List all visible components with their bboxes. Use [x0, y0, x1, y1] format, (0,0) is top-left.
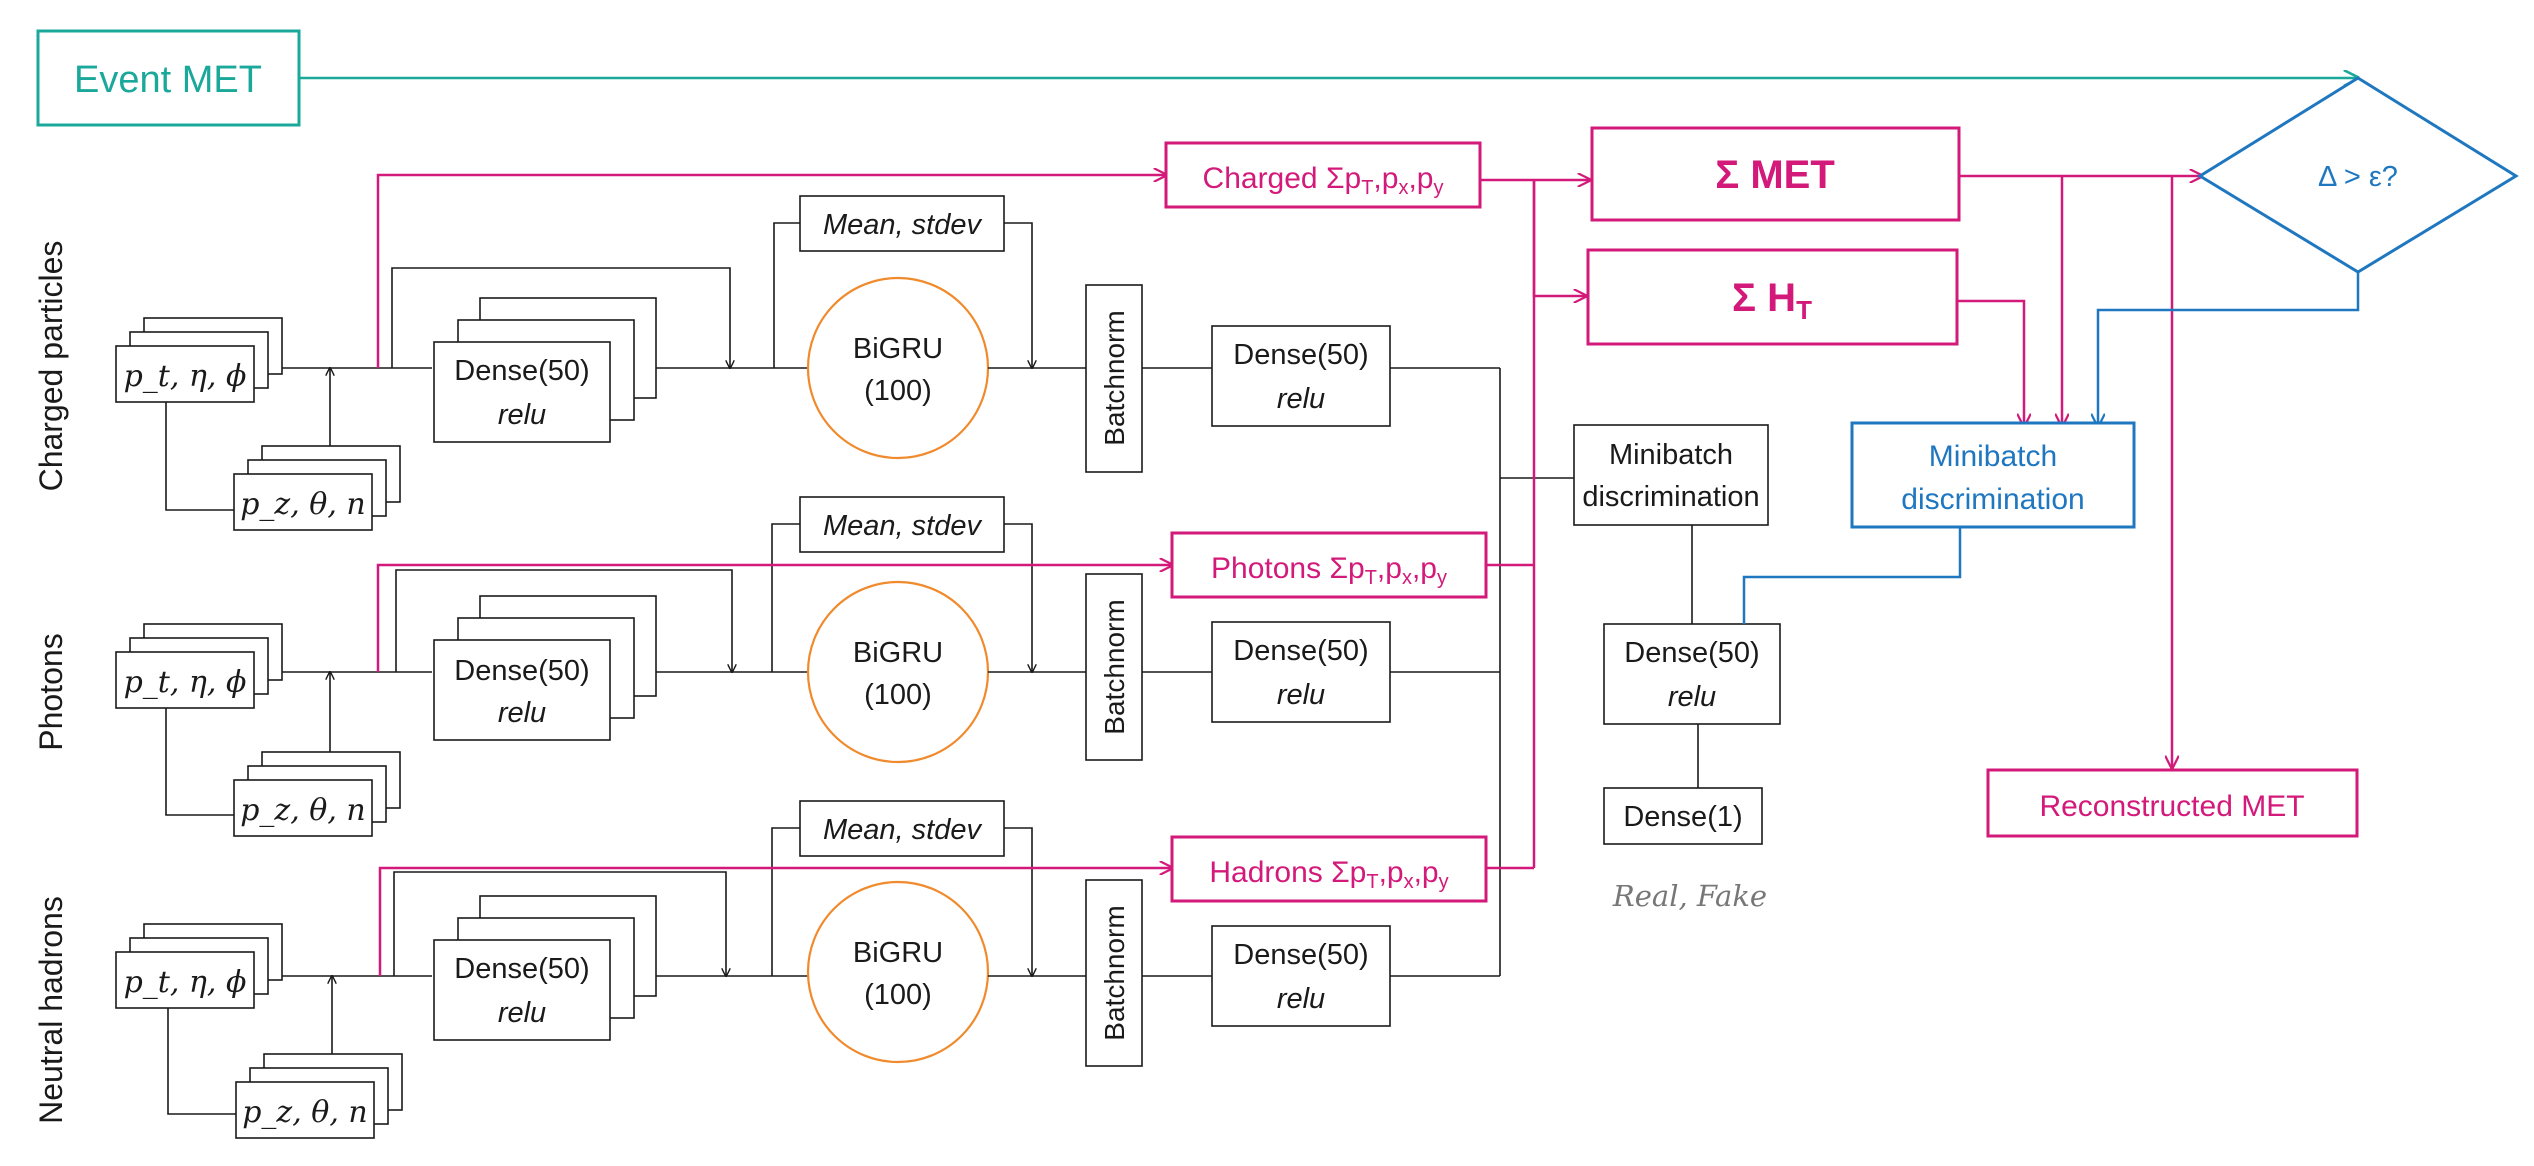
row-label-hadrons: Neutral hadrons: [33, 896, 69, 1124]
bigru-label: BiGRU: [853, 937, 943, 969]
sum-ht-node: Σ HT: [1586, 248, 1959, 346]
batchnorm-label: Batchnorm: [1099, 310, 1130, 445]
mean-stdev-label: Mean, stdev: [823, 510, 982, 542]
decision-diamond: Δ > ε?: [2197, 76, 2519, 274]
discriminator-dense1-node: Dense(1): [1603, 787, 1763, 845]
dense-out-node: Dense(50) relu: [1211, 325, 1391, 427]
real-fake-output: Real, Fake: [1612, 879, 1767, 913]
input-aux-label: p_z, θ, n: [240, 793, 366, 828]
dense-out-node: Dense(50) relu: [1211, 925, 1391, 1027]
decision-label: Δ > ε?: [2318, 161, 2398, 193]
batchnorm-label: Batchnorm: [1099, 905, 1130, 1040]
dense-out-activation: relu: [1277, 983, 1325, 1015]
reconstructed-met-label: Reconstructed MET: [2039, 790, 2304, 823]
batchnorm-node: Batchnorm: [1085, 573, 1143, 761]
reconstructed-met-node: Reconstructed MET: [1986, 768, 2359, 838]
dense-label: Dense(50): [454, 953, 589, 985]
mean-stdev-label: Mean, stdev: [823, 209, 982, 241]
minibatch-discrimination-blue-node: Minibatch discrimination: [1850, 421, 2136, 529]
input-aux-label: p_z, θ, n: [240, 487, 366, 522]
dense-out-activation: relu: [1277, 383, 1325, 415]
row-label-charged: Charged particles: [33, 241, 69, 492]
hadrons-sum-node: Hadrons ΣpT,px,py: [1170, 835, 1488, 903]
mean-stdev-node: Mean, stdev: [799, 195, 1005, 252]
dense-activation: relu: [498, 697, 546, 729]
row-charged: p_t, η, ϕ p_z, θ, n Dense(50) relu Mean,…: [115, 195, 1500, 531]
mean-stdev-node: Mean, stdev: [799, 496, 1005, 553]
dense-stack: Dense(50) relu: [433, 895, 657, 1041]
dense-out-node: Dense(50) relu: [1211, 621, 1391, 723]
dense-label: Dense(50): [454, 655, 589, 687]
discriminator-dense-activation: relu: [1668, 681, 1716, 713]
dense-out-label: Dense(50): [1233, 939, 1368, 971]
bigru-label: BiGRU: [853, 637, 943, 669]
event-met-node: Event MET: [36, 29, 301, 127]
dense-stack: Dense(50) relu: [433, 595, 657, 741]
charged-sum-node: Charged ΣpT,px,py: [1164, 141, 1482, 209]
sum-met-node: Σ MET: [1590, 126, 1961, 222]
bigru-label: BiGRU: [853, 333, 943, 365]
blue-feedback-connector: [1742, 527, 1962, 624]
dense-activation: relu: [498, 399, 546, 431]
input-aux-stack: p_z, θ, n: [235, 1053, 403, 1139]
batchnorm-label: Batchnorm: [1099, 599, 1130, 734]
discriminator-dense-label: Dense(50): [1624, 637, 1759, 669]
bigru-units: (100): [864, 375, 932, 407]
dense-activation: relu: [498, 997, 546, 1029]
batchnorm-node: Batchnorm: [1085, 284, 1143, 473]
minibatch-blue-line2: discrimination: [1901, 483, 2084, 516]
minibatch-discrimination-node: Minibatch discrimination: [1573, 424, 1769, 526]
discriminator-dense1-label: Dense(1): [1623, 801, 1742, 833]
row-hadrons: p_t, η, ϕ p_z, θ, n Dense(50) relu Mean,…: [115, 800, 1500, 1139]
minibatch-blue-line1: Minibatch: [1929, 440, 2057, 473]
dense-out-label: Dense(50): [1233, 635, 1368, 667]
input-aux-stack: p_z, θ, n: [233, 445, 401, 531]
mean-stdev-node: Mean, stdev: [799, 800, 1005, 857]
hadrons-sum-label: Hadrons ΣpT,px,py: [1209, 856, 1448, 893]
photons-sum-label: Photons ΣpT,px,py: [1211, 552, 1447, 589]
input-main-label: p_t, η, ϕ: [124, 965, 247, 1000]
input-main-stack: p_t, η, ϕ: [115, 923, 283, 1009]
dense-out-activation: relu: [1277, 679, 1325, 711]
input-aux-label: p_z, θ, n: [242, 1095, 368, 1130]
input-main-label: p_t, η, ϕ: [124, 665, 247, 700]
dense-stack: Dense(50) relu: [433, 297, 657, 443]
bigru-units: (100): [864, 679, 932, 711]
batchnorm-node: Batchnorm: [1085, 879, 1143, 1067]
discriminator-dense-node: Dense(50) relu: [1603, 623, 1781, 725]
input-main-stack: p_t, η, ϕ: [115, 317, 283, 403]
bigru-node: BiGRU (100): [806, 580, 990, 764]
photons-sum-node: Photons ΣpT,px,py: [1170, 531, 1488, 599]
event-met-label: Event MET: [74, 59, 262, 101]
row-photons: p_t, η, ϕ p_z, θ, n Dense(50) relu Mean,…: [115, 496, 1500, 837]
dense-label: Dense(50): [454, 355, 589, 387]
input-main-label: p_t, η, ϕ: [124, 359, 247, 394]
sum-ht-label: Σ HT: [1732, 276, 1812, 325]
minibatch-line1: Minibatch: [1609, 439, 1733, 471]
minibatch-line2: discrimination: [1582, 481, 1759, 513]
row-label-photons: Photons: [33, 633, 69, 750]
bigru-node: BiGRU (100): [806, 880, 990, 1064]
mean-stdev-label: Mean, stdev: [823, 814, 982, 846]
bigru-units: (100): [864, 979, 932, 1011]
charged-sum-label: Charged ΣpT,px,py: [1203, 162, 1444, 199]
input-aux-stack: p_z, θ, n: [233, 751, 401, 837]
input-main-stack: p_t, η, ϕ: [115, 623, 283, 709]
dense-out-label: Dense(50): [1233, 339, 1368, 371]
bigru-node: BiGRU (100): [806, 276, 990, 460]
sum-met-label: Σ MET: [1715, 153, 1835, 197]
